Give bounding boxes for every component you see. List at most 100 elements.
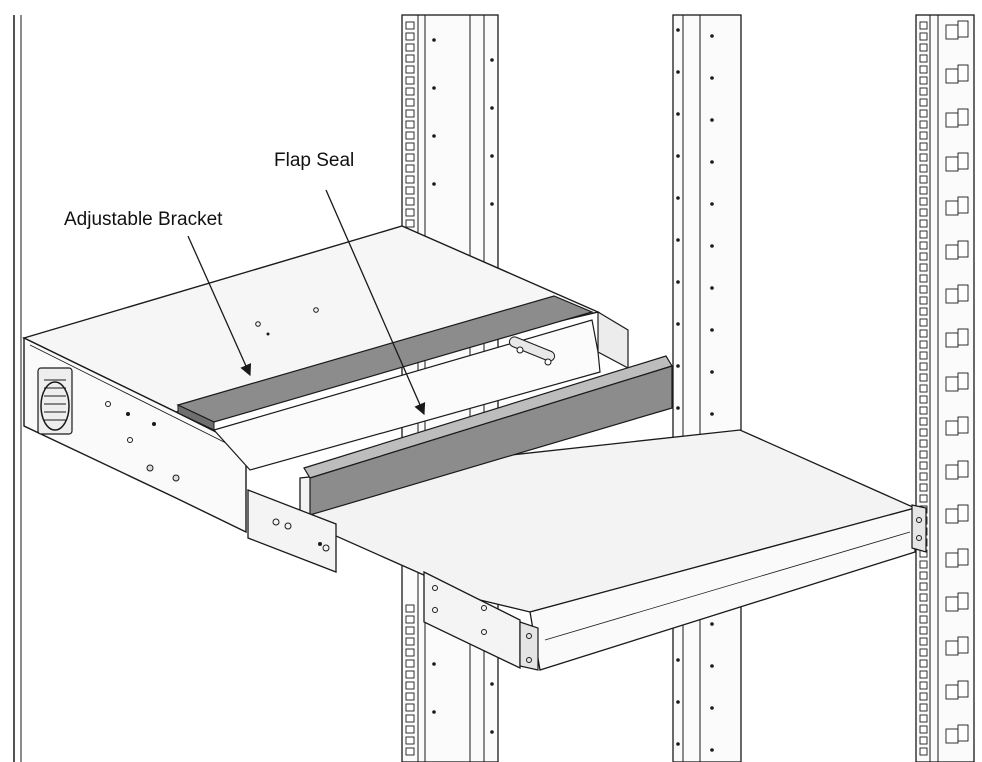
square-hole	[919, 725, 928, 734]
square-hole	[919, 98, 928, 107]
square-hole	[919, 395, 928, 404]
square-hole	[919, 626, 928, 635]
square-hole	[405, 747, 415, 756]
mount-hole	[432, 662, 436, 666]
slide-rail-shelf	[299, 429, 927, 671]
rear-post-square-holes	[405, 21, 415, 756]
cage-nut-slot	[957, 284, 969, 302]
square-hole	[919, 681, 928, 690]
mount-hole	[676, 28, 680, 32]
mount-hole	[676, 112, 680, 116]
mount-hole	[710, 160, 714, 164]
square-hole	[405, 153, 415, 162]
square-hole	[919, 241, 928, 250]
square-hole	[919, 76, 928, 85]
cage-nut-slot	[957, 196, 969, 214]
mount-hole	[490, 154, 494, 158]
square-hole	[919, 472, 928, 481]
square-hole	[919, 164, 928, 173]
cage-nut-slot	[957, 152, 969, 170]
square-hole	[919, 175, 928, 184]
square-hole	[405, 131, 415, 140]
square-hole	[919, 428, 928, 437]
mount-hole	[710, 748, 714, 752]
square-hole	[405, 208, 415, 217]
square-hole	[405, 725, 415, 734]
mount-hole	[710, 328, 714, 332]
mount-hole	[710, 370, 714, 374]
square-hole	[919, 406, 928, 415]
cage-nut-slot	[945, 420, 959, 436]
mount-hole	[676, 406, 680, 410]
cage-nut-slot	[957, 504, 969, 522]
cage-nut-slot	[945, 332, 959, 348]
cage-nut-slot	[957, 416, 969, 434]
square-hole	[919, 362, 928, 371]
cage-nut-slot	[945, 552, 959, 568]
square-hole	[919, 296, 928, 305]
square-hole	[919, 351, 928, 360]
square-hole	[919, 285, 928, 294]
cage-nut-slot	[945, 640, 959, 656]
mount-hole	[432, 182, 436, 186]
square-hole	[405, 87, 415, 96]
cage-nut-slot	[957, 636, 969, 654]
chassis	[22, 225, 629, 534]
flap-seal	[303, 355, 673, 516]
mount-hole	[676, 70, 680, 74]
square-hole	[919, 197, 928, 206]
mount-hole	[676, 658, 680, 662]
cage-nut-slot	[957, 592, 969, 610]
square-hole	[405, 186, 415, 195]
square-hole	[919, 659, 928, 668]
mount-hole	[710, 244, 714, 248]
square-hole	[919, 263, 928, 272]
square-hole	[919, 219, 928, 228]
cage-nut-slot	[957, 20, 969, 38]
cage-nut-slot	[945, 112, 959, 128]
square-hole	[919, 604, 928, 613]
square-hole	[405, 43, 415, 52]
mount-hole	[676, 238, 680, 242]
mount-hole	[490, 58, 494, 62]
front-rack-post	[672, 14, 742, 762]
square-hole	[919, 384, 928, 393]
cage-nut-slot	[945, 68, 959, 84]
square-hole	[405, 76, 415, 85]
cage-nut-slot	[957, 724, 969, 742]
square-hole	[919, 252, 928, 261]
mount-hole	[432, 86, 436, 90]
square-hole	[919, 21, 928, 30]
square-hole	[919, 186, 928, 195]
square-hole	[405, 21, 415, 30]
square-hole	[919, 32, 928, 41]
square-hole	[919, 274, 928, 283]
square-hole	[405, 659, 415, 668]
square-hole	[919, 142, 928, 151]
square-hole	[919, 736, 928, 745]
mount-hole	[432, 38, 436, 42]
square-hole	[919, 494, 928, 503]
square-hole	[919, 87, 928, 96]
square-hole	[919, 747, 928, 756]
square-hole	[919, 153, 928, 162]
square-hole	[919, 637, 928, 646]
square-hole	[919, 582, 928, 591]
right-rack-rail	[915, 14, 975, 762]
square-hole	[919, 318, 928, 327]
square-hole	[405, 32, 415, 41]
mount-hole	[710, 706, 714, 710]
mount-hole	[490, 730, 494, 734]
mount-hole	[490, 202, 494, 206]
square-hole	[919, 65, 928, 74]
mount-hole	[676, 196, 680, 200]
left-edge-rail	[13, 15, 22, 762]
square-hole	[919, 483, 928, 492]
right-rail-square-holes	[919, 20, 969, 756]
mount-hole	[676, 322, 680, 326]
cage-nut-slot	[957, 680, 969, 698]
front-mounting-ear	[247, 489, 337, 573]
square-hole	[919, 340, 928, 349]
cage-nut-slot	[945, 288, 959, 304]
